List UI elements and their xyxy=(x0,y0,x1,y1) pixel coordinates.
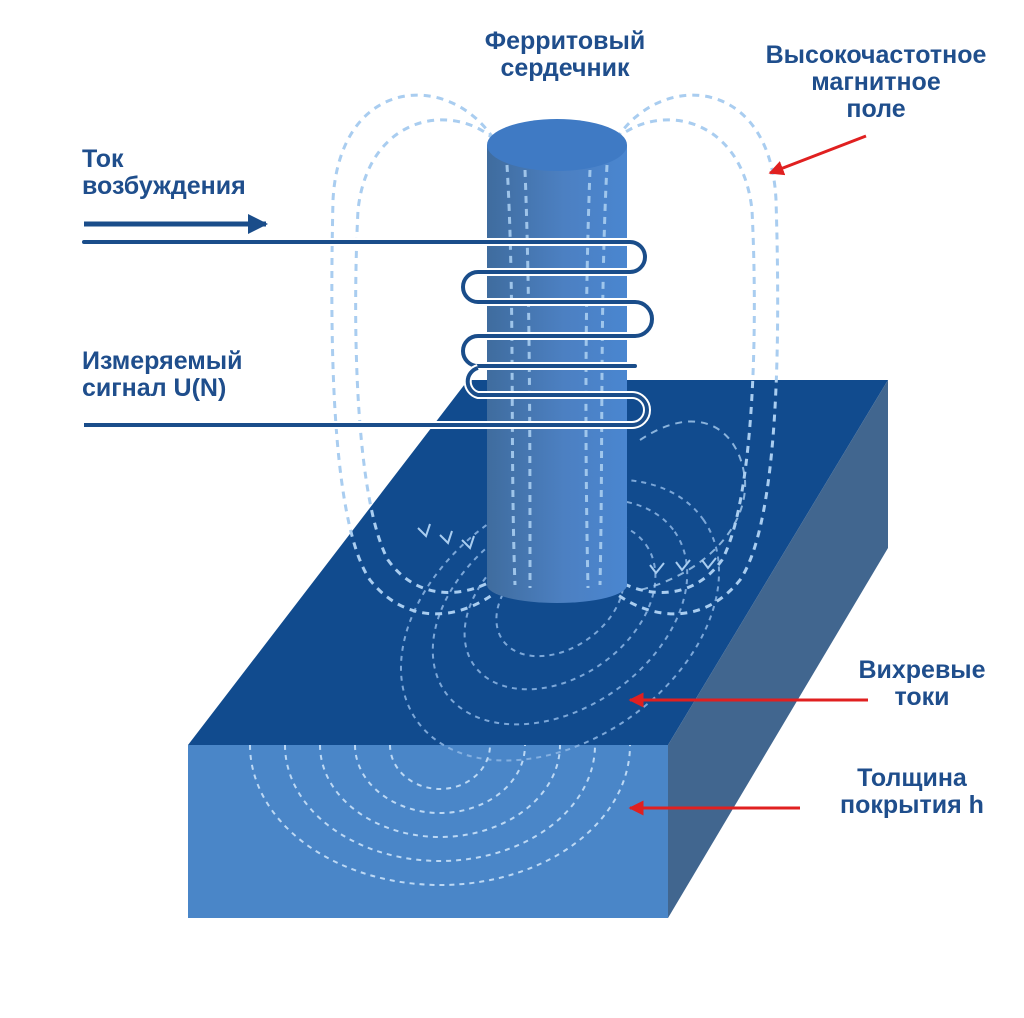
excitation-current-label: Ток возбуждения xyxy=(82,146,246,200)
eddy-currents-label: Вихревые токи xyxy=(830,657,1014,711)
measured-signal-label: Измеряемый сигнал U(N) xyxy=(82,348,243,402)
pointer-arrows xyxy=(628,134,868,816)
measured-signal-label-line-1: Измеряемый xyxy=(82,347,243,375)
hf-field-pointer-arrow xyxy=(768,134,867,176)
hf-field-label: Высокочастотное магнитное поле xyxy=(736,42,1016,123)
hf-field-label-line-2: магнитное xyxy=(811,68,941,96)
ferrite-core-label-line-2: сердечник xyxy=(500,54,630,82)
eddy-currents-label-line-2: токи xyxy=(894,683,950,711)
slab-side-face xyxy=(668,380,888,918)
hf-field-label-line-1: Высокочастотное xyxy=(765,41,987,69)
coating-thickness-label-line-2: покрытия h xyxy=(840,791,984,819)
coating-thickness-label-line-1: Толщина xyxy=(857,764,967,792)
ferrite-core-label: Ферритовый сердечник xyxy=(460,28,670,82)
excitation-current-label-line-1: Ток xyxy=(82,145,124,173)
excitation-current-label-line-2: возбуждения xyxy=(82,172,246,200)
eddy-current-rings-front xyxy=(249,744,631,886)
ferrite-core-label-line-1: Ферритовый xyxy=(484,27,646,55)
slab-front-face xyxy=(188,745,668,918)
measured-signal-label-line-2: сигнал U(N) xyxy=(82,374,227,402)
eddy-currents-label-line-1: Вихревые xyxy=(858,656,986,684)
hf-field-label-line-3: поле xyxy=(846,95,906,123)
ferrite-core xyxy=(487,119,627,603)
coating-thickness-label: Толщина покрытия h xyxy=(810,765,1014,819)
field-direction-chevrons xyxy=(417,523,717,575)
magnetic-field-lines xyxy=(330,93,780,616)
excitation-coil xyxy=(80,238,656,370)
measurement-coil xyxy=(84,364,651,429)
